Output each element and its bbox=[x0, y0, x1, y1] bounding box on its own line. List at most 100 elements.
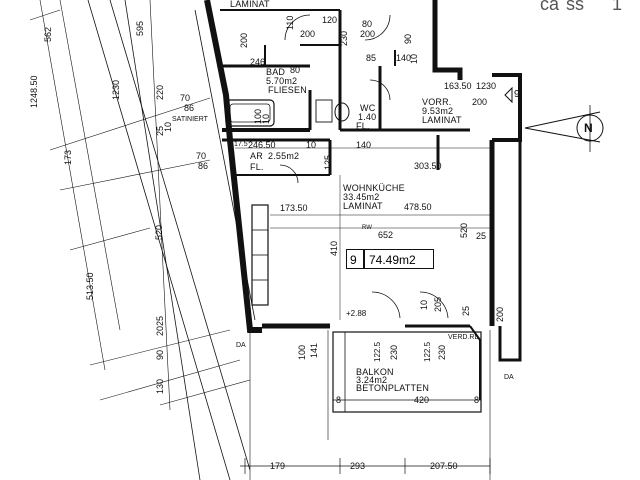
unit-divider bbox=[363, 250, 365, 268]
dim-179: 179 bbox=[270, 461, 286, 471]
dim-293: 293 bbox=[350, 461, 366, 471]
door-swing-2b bbox=[419, 291, 449, 319]
dim-100b: 100 bbox=[297, 344, 307, 360]
dim-85: 85 bbox=[366, 53, 377, 63]
dim-141: 141 bbox=[309, 342, 319, 358]
outer-wall-east-top bbox=[492, 73, 522, 142]
dim-25c: 25 bbox=[461, 305, 471, 316]
dim-513: 513.50 bbox=[85, 272, 95, 300]
dim-140a: 140 bbox=[396, 53, 412, 63]
dim-1248: 1248.50 bbox=[29, 75, 39, 108]
note-satiniert: SATINIERT bbox=[172, 116, 208, 123]
room-wc-name: WC bbox=[360, 103, 376, 113]
dim-230: 230 bbox=[339, 30, 349, 46]
room-wohnkueche-floor: LAMINAT bbox=[343, 201, 383, 211]
dim-420: 420 bbox=[414, 395, 430, 405]
door-swing-1 bbox=[284, 14, 311, 41]
site-line-5 bbox=[59, 0, 121, 331]
dim-200e: 200 bbox=[495, 306, 505, 322]
dim-125: 125 bbox=[323, 154, 333, 170]
dim-246: 246 bbox=[250, 57, 266, 67]
room-balkon-area: 3.24m2 bbox=[356, 375, 388, 385]
room-wohnkueche-name: WOHNKÜCHE bbox=[343, 183, 405, 193]
dim-246b: 246.50 bbox=[248, 140, 276, 150]
dim-8b: 8 bbox=[474, 395, 480, 405]
dim-173: 173 bbox=[63, 149, 73, 165]
room-balkon-name: BALKON bbox=[356, 367, 394, 377]
note-da-left: DA bbox=[236, 342, 246, 349]
dim-17: 17.5 bbox=[234, 141, 248, 148]
dim-1230: 1230 bbox=[111, 79, 121, 100]
dim-86b: 86 bbox=[198, 161, 209, 171]
dim-70b: 70 bbox=[196, 151, 207, 161]
room-balkon-floor: BETONPLATTEN bbox=[356, 383, 430, 393]
dim-230c: 230 bbox=[437, 344, 447, 360]
room-ar-area: 2.55m2 bbox=[268, 151, 300, 161]
dim-90b: 90 bbox=[403, 33, 413, 44]
wc-bowl bbox=[334, 102, 350, 122]
site-line-1 bbox=[87, 0, 231, 480]
dim-303: 303.50 bbox=[414, 161, 442, 171]
note-rw: RW bbox=[362, 225, 372, 231]
edge-text-c: 1 bbox=[612, 0, 623, 14]
dim-478: 478.50 bbox=[404, 202, 432, 212]
north-label: N bbox=[584, 121, 593, 135]
dim-10a: 10 bbox=[163, 121, 173, 132]
dim-90a: 90 bbox=[155, 349, 165, 360]
dim-8a: 8 bbox=[336, 395, 342, 405]
dim-70a: 70 bbox=[180, 93, 191, 103]
note-da-right: DA bbox=[504, 374, 514, 381]
note-verd: VERD.RL bbox=[448, 334, 479, 341]
dim-10c: 10 bbox=[261, 113, 271, 124]
dim-205: 205 bbox=[433, 296, 443, 312]
room-vorr-floor: LAMINAT bbox=[422, 115, 462, 125]
dim-595: 595 bbox=[135, 20, 145, 36]
room-bad-name: BAD bbox=[266, 67, 286, 77]
room-vorr-area: 9.53m2 bbox=[422, 106, 454, 116]
dim-140b: 140 bbox=[356, 140, 372, 150]
room-wc-area: 1.40 bbox=[358, 112, 377, 122]
dim-30: 30 bbox=[486, 81, 497, 91]
dim-80a: 80 bbox=[362, 19, 373, 29]
room-ar-name: AR bbox=[250, 151, 263, 161]
balcony-outline bbox=[332, 331, 482, 413]
dim-80b: 80 bbox=[290, 65, 301, 75]
dim-220: 220 bbox=[155, 84, 165, 100]
room-vorr-name: VORR. bbox=[422, 97, 452, 107]
dim-230b: 230 bbox=[389, 344, 399, 360]
room-ar-floor: FL. bbox=[250, 162, 264, 172]
room-bad-area: 5.70m2 bbox=[266, 76, 298, 86]
dim-520a: 520 bbox=[154, 224, 164, 240]
site-line-6 bbox=[149, 0, 171, 411]
edge-text-b: ss bbox=[566, 0, 584, 14]
dim-110: 110 bbox=[285, 15, 295, 30]
dim-130: 130 bbox=[155, 378, 165, 394]
dim-163: 163.50 bbox=[444, 81, 472, 91]
dim-122a: 122.5 bbox=[373, 341, 382, 362]
dim-10b: 10 bbox=[409, 53, 419, 64]
room-bad-floor: FLIESEN bbox=[268, 85, 307, 95]
edge-text-a: ca bbox=[540, 0, 560, 14]
dim-173b: 173.50 bbox=[280, 203, 308, 213]
dim-12: 12 bbox=[476, 81, 487, 91]
dim-200d: 200 bbox=[472, 97, 488, 107]
room-top-floor: LAMINAT bbox=[230, 0, 270, 9]
dim-86a: 86 bbox=[184, 103, 195, 113]
site-line-2 bbox=[109, 0, 251, 471]
outer-wall-step bbox=[432, 0, 463, 80]
dim-207: 207.50 bbox=[430, 461, 458, 471]
dim-120: 120 bbox=[322, 15, 338, 25]
unit-area: 74.49m2 bbox=[369, 253, 416, 267]
dim-410: 410 bbox=[329, 240, 339, 256]
site-line-3 bbox=[124, 0, 201, 480]
dim-520b: 520 bbox=[459, 222, 469, 238]
unit-number: 9 bbox=[350, 253, 357, 267]
unit-area-box: 9 74.49m2 bbox=[346, 249, 434, 269]
section-marker-label: 9 bbox=[514, 89, 520, 100]
dim-562: 562 bbox=[43, 26, 53, 42]
dim-200a: 200 bbox=[300, 29, 316, 39]
room-wohnkueche-area: 33.45m2 bbox=[343, 192, 380, 202]
dim-200c: 200 bbox=[239, 32, 249, 48]
door-swing-2 bbox=[364, 14, 391, 41]
dim-200b: 200 bbox=[360, 29, 376, 39]
